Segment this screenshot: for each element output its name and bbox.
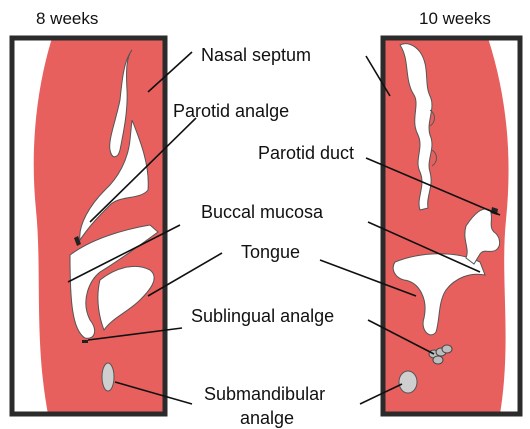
label-buccal-mucosa: Buccal mucosa [201,202,323,222]
age-label-left: 8 weeks [36,9,98,29]
age-label-right: 10 weeks [419,9,491,29]
label-sublingual-anlage: Sublingual analge [191,306,334,326]
label-submandibular-line1: Submandibular [204,384,325,404]
right-tissue [383,38,520,414]
left-submandibular-gland [102,363,114,391]
right-submandibular-gland [399,371,417,393]
left-sublingual-mark [82,340,88,343]
label-parotid-anlage: Parotid analge [173,101,289,121]
right-panel-10-weeks [383,38,520,414]
left-panel-8-weeks [12,38,165,414]
label-tongue: Tongue [241,242,300,262]
label-submandibular-line2: analge [240,408,294,428]
label-nasal-septum: Nasal septum [201,45,311,65]
label-parotid-duct: Parotid duct [258,143,354,163]
